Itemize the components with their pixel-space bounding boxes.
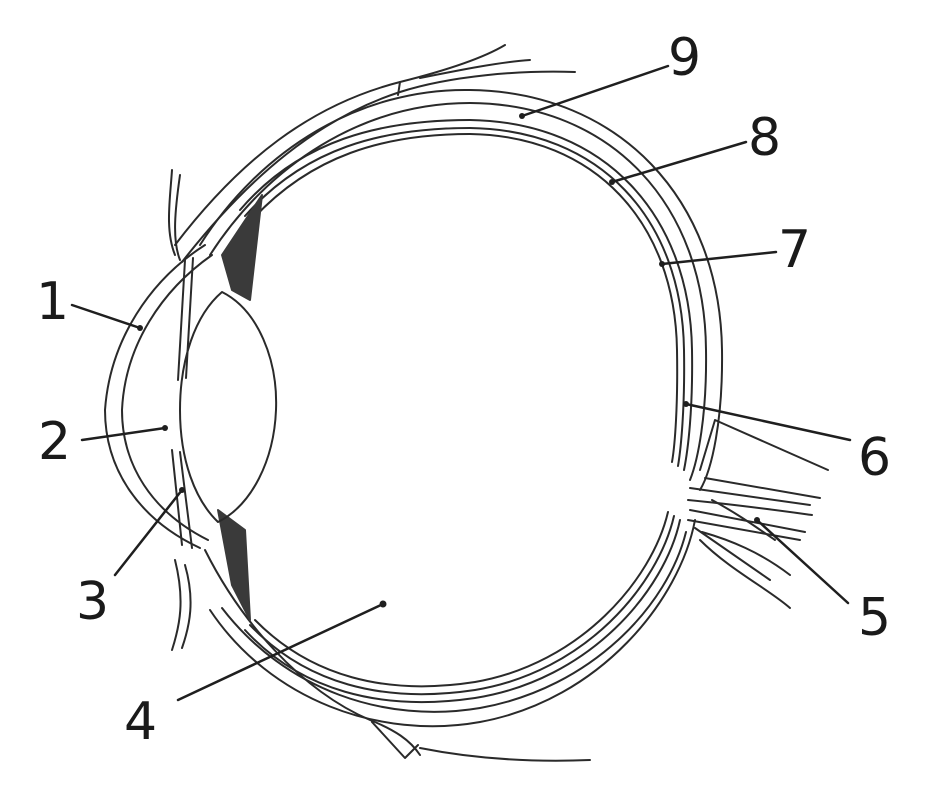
lens: [180, 292, 276, 522]
cornea: [105, 245, 212, 548]
label-3: 3: [76, 576, 109, 628]
iris: [172, 258, 193, 548]
label-9: 9: [668, 32, 701, 84]
label-4: 4: [124, 696, 157, 748]
choroid-retina: [240, 120, 692, 702]
label-8: 8: [748, 112, 781, 164]
label-5: 5: [858, 592, 891, 644]
ciliary-body: [218, 195, 262, 620]
label-1: 1: [36, 276, 69, 328]
label-6: 6: [858, 432, 891, 484]
optic-nerve: [688, 420, 828, 608]
leader-lines: [72, 66, 850, 700]
label-2: 2: [38, 416, 71, 468]
eyelid-muscle-lines: [169, 45, 590, 761]
label-7: 7: [778, 224, 811, 276]
